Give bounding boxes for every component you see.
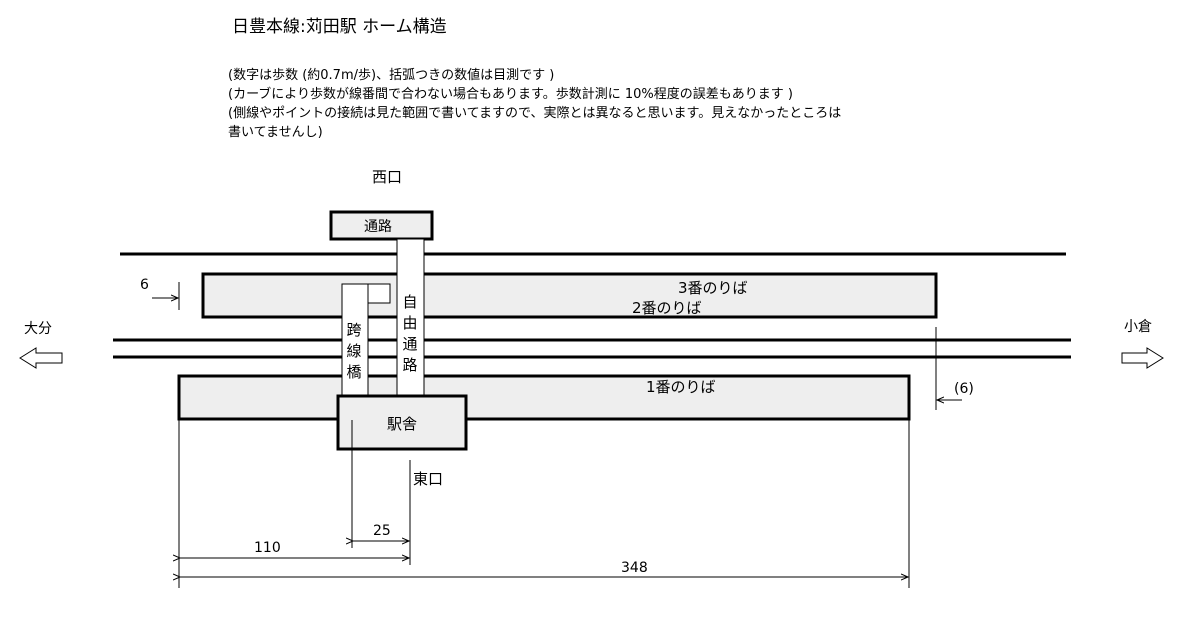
footbridge-hook [367, 283, 391, 304]
note-line: (側線やポイントの接続は見た範囲で書いてますので、実際とは異なると思います。見え… [228, 106, 842, 121]
platform-3-label: 3番のりば [678, 279, 748, 297]
dim-building-width: 25 [373, 523, 391, 539]
platform-2-3 [201, 272, 938, 319]
note-line: 書いてませんし) [228, 125, 323, 140]
west-exit-label: 西口 [372, 168, 403, 186]
note-line: (数字は歩数 (約0.7m/歩)、括弧つきの数値は目測です ) [228, 68, 555, 83]
dim-left-offset: 6 [140, 277, 149, 293]
east-exit-label: 東口 [413, 470, 444, 488]
platform-1-label: 1番のりば [646, 378, 716, 396]
arrow-right-icon [1121, 347, 1164, 369]
station-building-label: 駅舎 [387, 415, 418, 433]
free-passage-label: 自由通路 [402, 293, 418, 374]
direction-right-label: 小倉 [1124, 319, 1152, 335]
platform-1 [177, 374, 911, 421]
station-building [336, 394, 468, 451]
direction-left-label: 大分 [24, 321, 52, 337]
dim-to-building: 110 [254, 540, 281, 556]
arrow-left-icon [19, 347, 63, 369]
page-title: 日豊本線:苅田駅 ホーム構造 [232, 17, 447, 37]
passage-label: 通路 [364, 219, 392, 235]
platform-2-label: 2番のりば [632, 299, 702, 317]
passage-box [329, 210, 434, 241]
dim-right-offset: (6) [954, 381, 974, 397]
dim-platform-length: 348 [621, 560, 648, 576]
note-line: (カーブにより歩数が線番間で合わない場合もあります。歩数計測に 10%程度の誤差… [228, 87, 793, 102]
footbridge-label: 跨線橋 [346, 321, 362, 381]
